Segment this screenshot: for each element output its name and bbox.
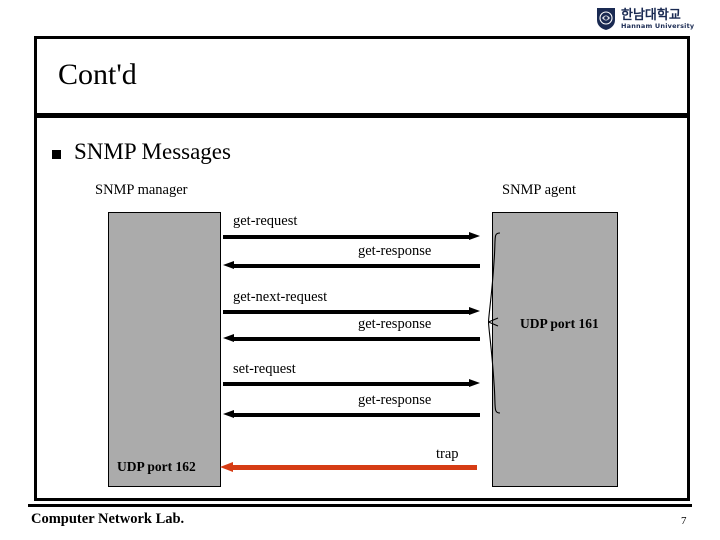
- message-arrow-get-request: [223, 232, 480, 240]
- message-label-get-request: get-request: [233, 213, 298, 229]
- logo-korean-name: 한남대학교: [621, 7, 681, 23]
- snmp-manager-label: SNMP manager: [95, 182, 188, 198]
- logo-english-name: Hannam University: [621, 21, 695, 30]
- message-label-trap: trap: [436, 446, 459, 462]
- message-label-get-response-3: get-response: [358, 392, 432, 408]
- snmp-agent-lifeline: [492, 212, 618, 487]
- message-arrow-get-response-2: [223, 334, 480, 342]
- university-logo: 한남대학교 Hannam University: [596, 6, 706, 32]
- logo-wordmark: 한남대학교 Hannam University: [621, 9, 694, 30]
- bullet-item-label: SNMP Messages: [74, 139, 231, 164]
- manager-port-label: UDP port 162: [117, 459, 196, 474]
- page-number: 7: [681, 515, 687, 527]
- agent-port-brace: [488, 232, 504, 414]
- square-bullet-icon: [52, 149, 61, 159]
- message-arrow-trap: [220, 462, 477, 472]
- footer-label: Computer Network Lab.: [31, 511, 185, 527]
- message-label-set-request: set-request: [233, 361, 296, 377]
- snmp-manager-lifeline: [108, 212, 221, 487]
- shield-crest-icon: [596, 7, 616, 31]
- message-label-get-response-2: get-response: [358, 316, 432, 332]
- message-label-get-response-1: get-response: [358, 243, 432, 259]
- title-divider: [34, 113, 690, 118]
- message-arrow-get-response-3: [223, 410, 480, 418]
- message-arrow-get-next-request: [223, 307, 480, 315]
- page-title: Cont'd: [58, 58, 137, 91]
- footer-divider: [28, 504, 692, 507]
- message-arrow-set-request: [223, 379, 480, 387]
- message-label-get-next-request: get-next-request: [233, 289, 328, 305]
- bullet-item: SNMP Messages: [52, 139, 231, 165]
- snmp-agent-label: SNMP agent: [502, 182, 576, 198]
- message-arrow-get-response-1: [223, 261, 480, 269]
- agent-port-label: UDP port 161: [520, 316, 599, 331]
